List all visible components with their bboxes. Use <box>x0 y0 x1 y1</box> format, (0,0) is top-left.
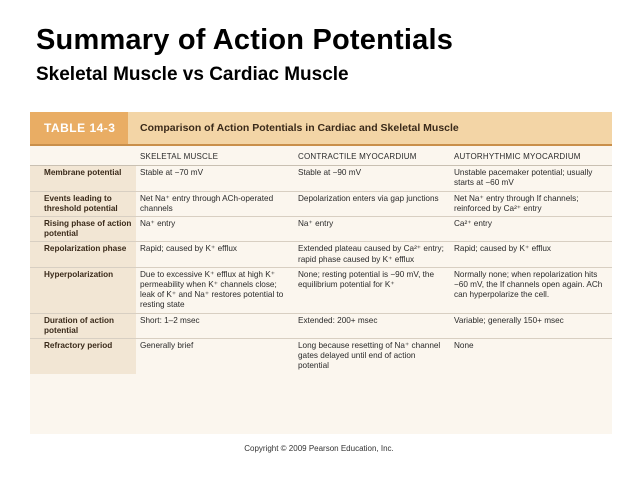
table-row: Hyperpolarization Due to excessive K⁺ ef… <box>30 267 612 314</box>
table-caption: Comparison of Action Potentials in Cardi… <box>140 122 459 134</box>
table-header-bar: TABLE 14-3 Comparison of Action Potentia… <box>30 112 612 146</box>
column-header-blank <box>30 146 136 167</box>
table-column-header-row: SKELETAL MUSCLE CONTRACTILE MYOCARDIUM A… <box>30 146 612 167</box>
column-header-skeletal: SKELETAL MUSCLE <box>136 146 294 167</box>
cell-skeletal: Generally brief <box>140 341 194 351</box>
cell-skeletal: Rapid; caused by K⁺ efflux <box>136 241 294 268</box>
cell-contractile: Stable at −90 mV <box>294 165 450 192</box>
cell-autorhythmic: Ca²⁺ entry <box>450 216 612 243</box>
table-row: Duration of action potential Short: 1–2 … <box>30 313 612 340</box>
slide-title: Summary of Action Potentials <box>36 24 454 56</box>
row-label: Rising phase of action potential <box>30 216 136 243</box>
table-row: Membrane potential Stable at −70 mV Stab… <box>30 165 612 192</box>
cell-contractile: Depolarization enters via gap junctions <box>294 191 450 218</box>
table-number-label: TABLE 14-3 <box>30 112 128 144</box>
table-row: Rising phase of action potential Na⁺ ent… <box>30 216 612 243</box>
cell-skeletal: Due to excessive K⁺ efflux at high K⁺ pe… <box>136 267 294 314</box>
cell-skeletal: Na⁺ entry <box>136 216 294 243</box>
comparison-table-panel: TABLE 14-3 Comparison of Action Potentia… <box>30 112 612 434</box>
copyright-notice: Copyright © 2009 Pearson Education, Inc. <box>244 444 394 453</box>
cell-autorhythmic: Unstable pacemaker potential; usually st… <box>450 165 612 192</box>
table-row: Refractory period Generally brief Long b… <box>30 338 612 374</box>
table-row: Events leading to threshold potential Ne… <box>30 191 612 218</box>
cell-autorhythmic: Rapid; caused by K⁺ efflux <box>450 241 612 268</box>
cell-contractile: Na⁺ entry <box>294 216 450 243</box>
row-label: Hyperpolarization <box>30 267 136 314</box>
column-header-contractile: CONTRACTILE MYOCARDIUM <box>294 146 450 167</box>
cell-autorhythmic: None <box>454 341 474 351</box>
cell-skeletal: Net Na⁺ entry through ACh-operated chann… <box>136 191 294 218</box>
cell-contractile: Extended plateau caused by Ca²⁺ entry; r… <box>294 241 450 268</box>
cell-autorhythmic: Variable; generally 150+ msec <box>450 313 612 340</box>
slide-subtitle: Skeletal Muscle vs Cardiac Muscle <box>36 64 349 85</box>
row-label: Refractory period <box>30 338 136 374</box>
cell-contractile: Long because resetting of Na⁺ channel ga… <box>298 341 441 371</box>
cell-skeletal: Short: 1–2 msec <box>136 313 294 340</box>
cell-contractile: None; resting potential is −90 mV, the e… <box>294 267 450 314</box>
cell-autorhythmic: Normally none; when repolarization hits … <box>450 267 612 314</box>
cell-contractile: Extended: 200+ msec <box>294 313 450 340</box>
cell-skeletal: Stable at −70 mV <box>136 165 294 192</box>
column-header-autorhythmic: AUTORHYTHMIC MYOCARDIUM <box>450 146 612 167</box>
cell-autorhythmic: Net Na⁺ entry through If channels; reinf… <box>450 191 612 218</box>
row-label: Membrane potential <box>30 165 136 192</box>
row-label: Events leading to threshold potential <box>30 191 136 218</box>
comparison-table: SKELETAL MUSCLE CONTRACTILE MYOCARDIUM A… <box>30 146 612 374</box>
row-label: Duration of action potential <box>30 313 136 340</box>
table-row: Repolarization phase Rapid; caused by K⁺… <box>30 241 612 268</box>
row-label: Repolarization phase <box>30 241 136 268</box>
